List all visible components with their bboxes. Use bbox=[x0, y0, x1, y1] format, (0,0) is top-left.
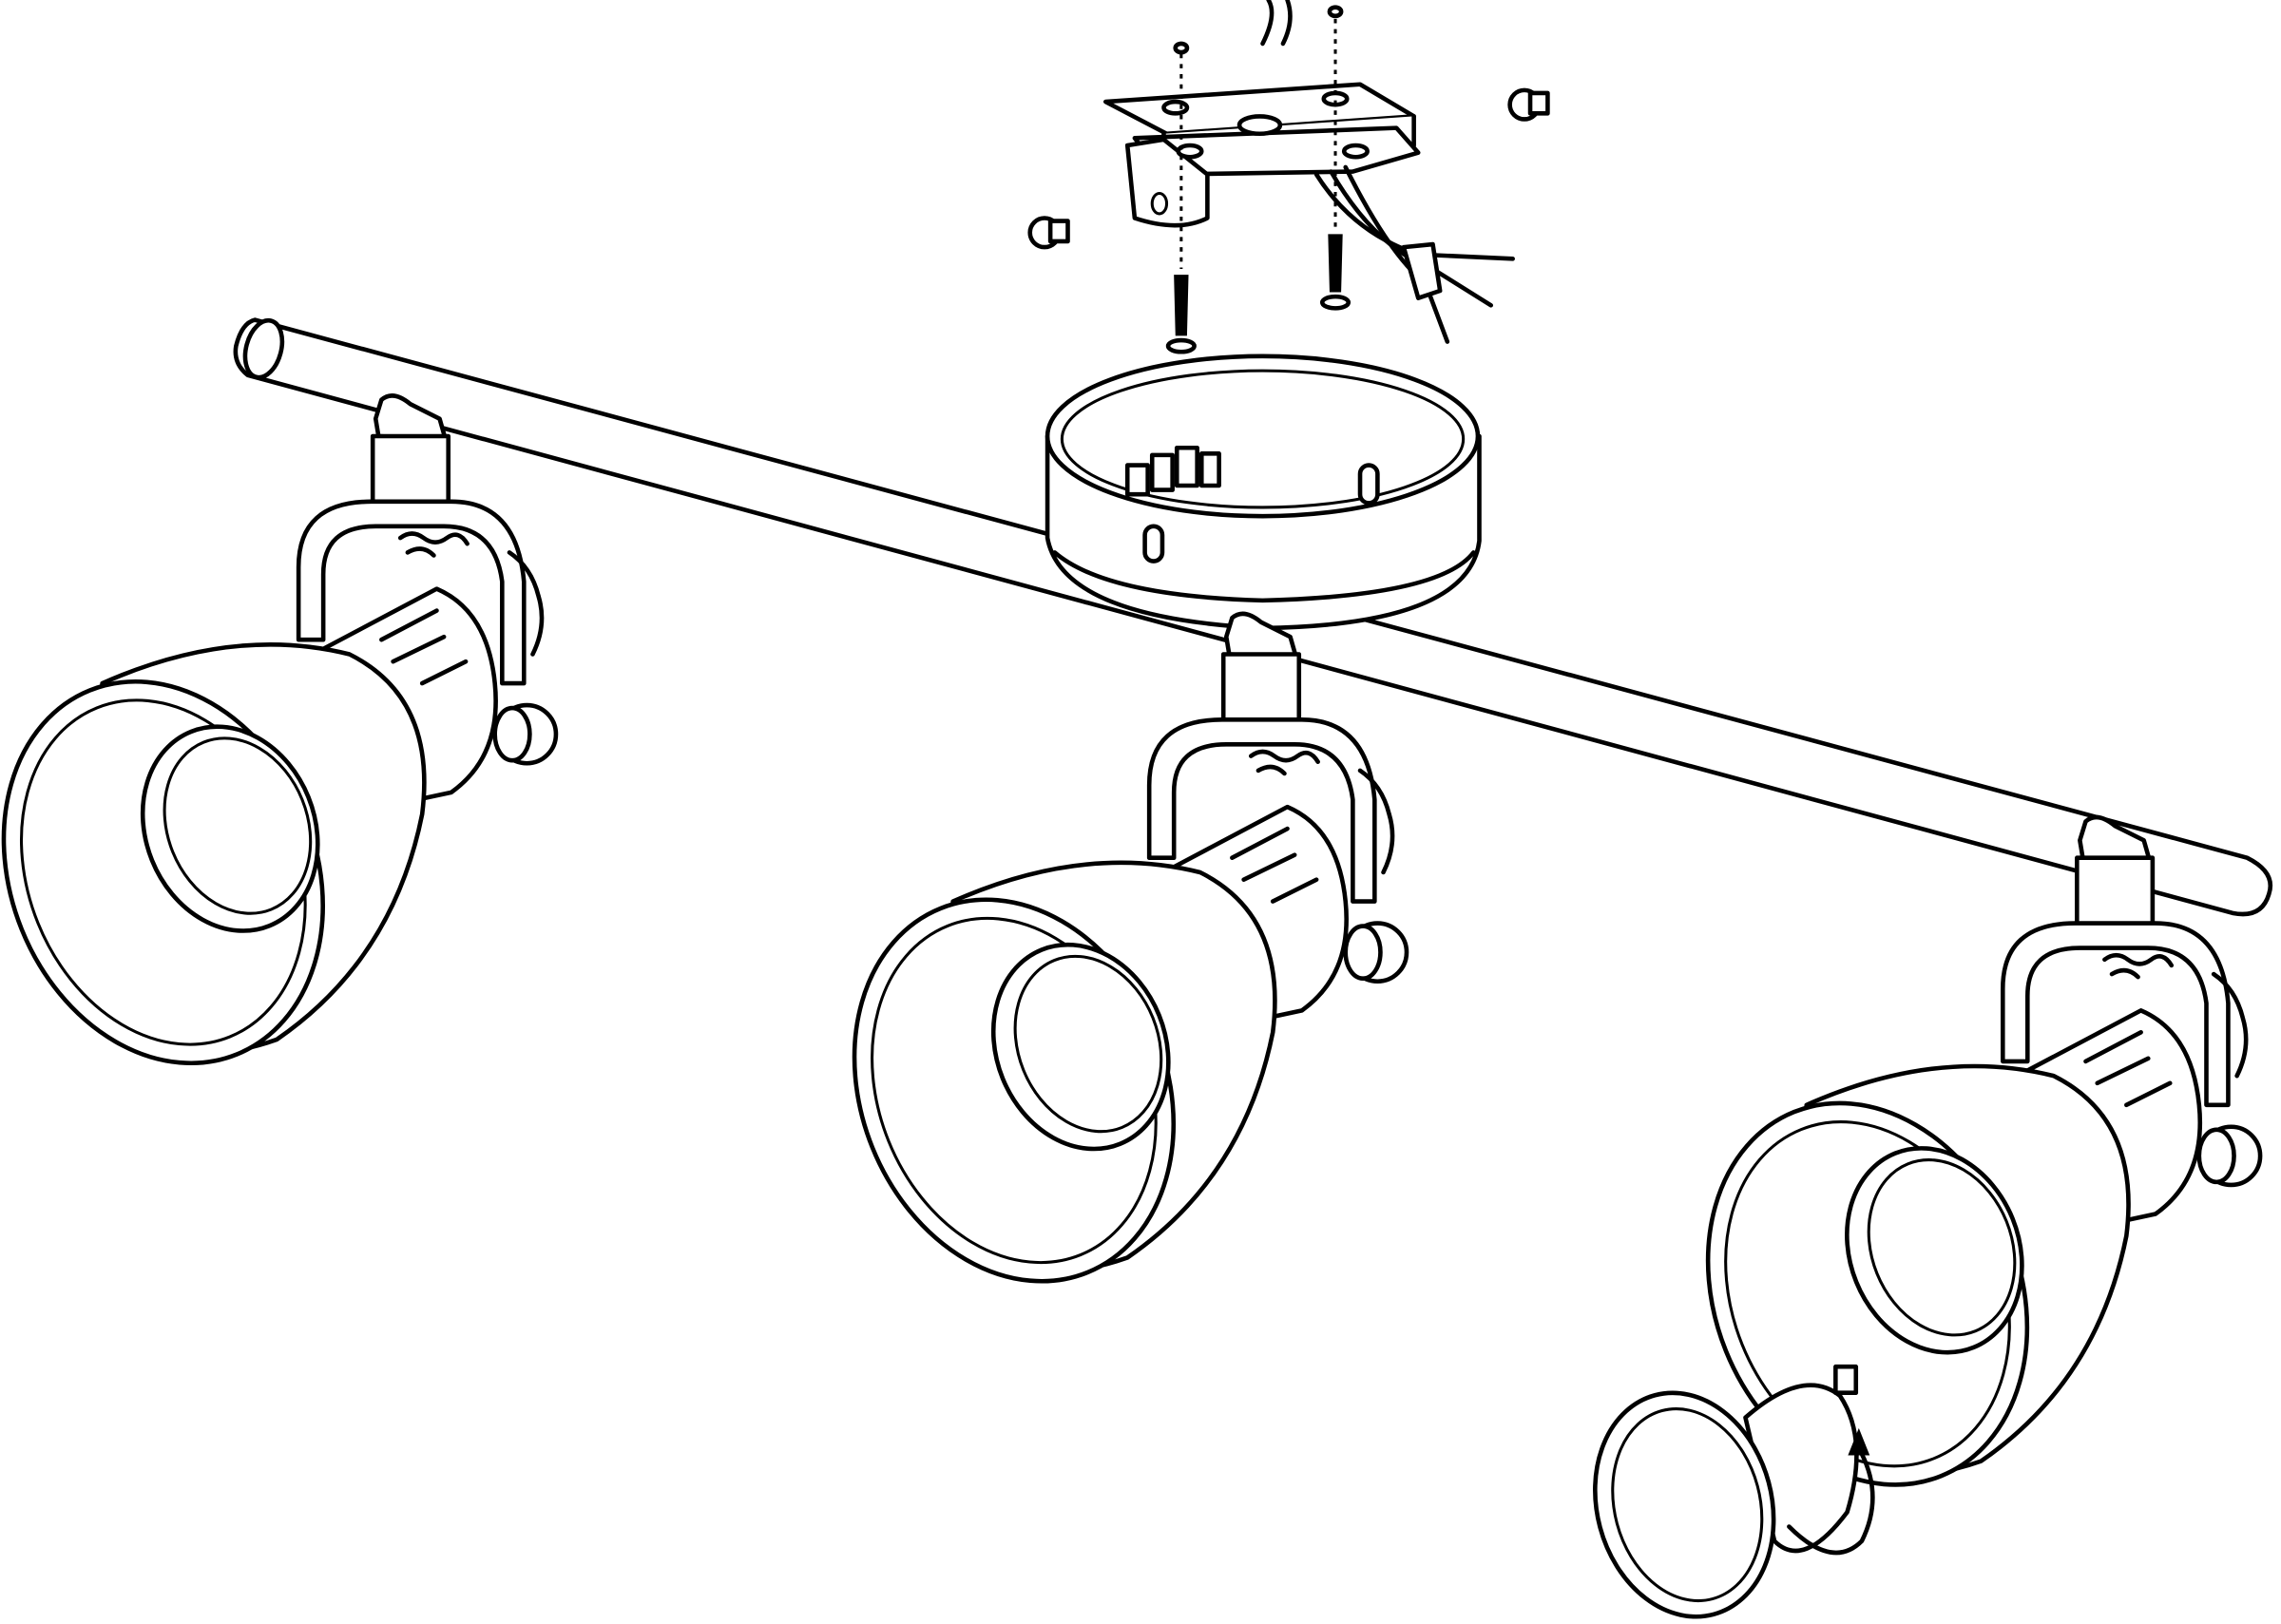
supply-wires bbox=[1313, 164, 1515, 344]
screw-right bbox=[1319, 5, 1351, 311]
cap-nut-left bbox=[1027, 216, 1070, 250]
screw-left bbox=[1165, 41, 1197, 354]
ceiling-canopy bbox=[1045, 353, 1482, 631]
spotlight-right bbox=[1653, 817, 2260, 1533]
spotlight-left bbox=[0, 395, 556, 1111]
terminal-block bbox=[1124, 445, 1221, 497]
gu10-bulb bbox=[1593, 1364, 1875, 1619]
mounting-bracket bbox=[1102, 0, 1421, 228]
spotlight-center bbox=[799, 614, 1407, 1329]
cap-nut-right bbox=[1507, 87, 1550, 122]
